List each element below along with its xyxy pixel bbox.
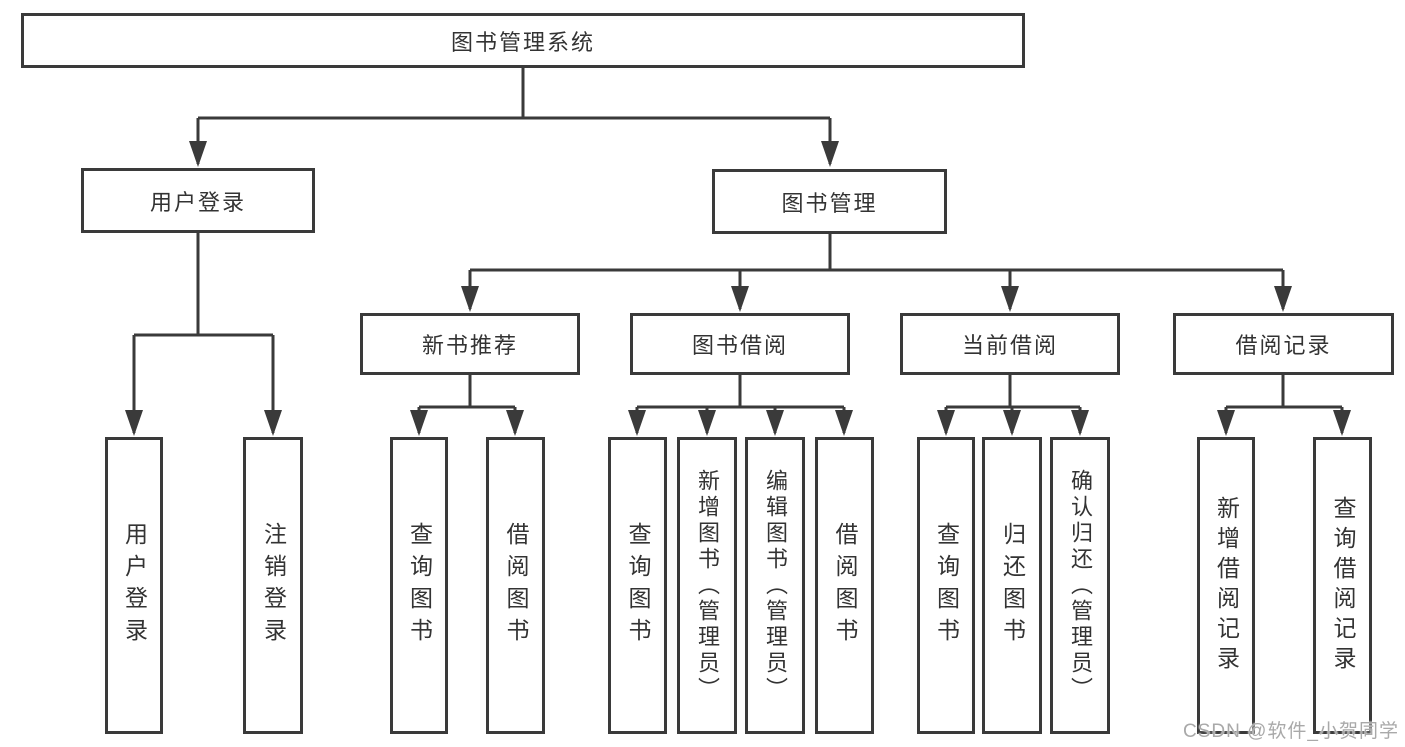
node-user-login-label: 用户登录 — [149, 189, 246, 215]
leaf-current-return-books-label: 归还图书 — [999, 521, 1026, 650]
leaf-current-confirm-return-admin: 确认归还（管理员） — [1050, 437, 1110, 734]
node-library-system: 图书管理系统 — [21, 13, 1025, 68]
leaf-current-query-books-label: 查询图书 — [933, 521, 960, 650]
leaf-borrowing-borrow-books-label: 借阅图书 — [832, 521, 858, 650]
leaf-borrowing-query-books: 查询图书 — [608, 437, 667, 734]
leaf-borrowing-add-books-admin-label: 新增图书（管理员） — [695, 468, 720, 703]
leaf-current-confirm-return-admin-label: 确认归还（管理员） — [1068, 468, 1093, 703]
leaf-borrowing-edit-books-admin-label: 编辑图书（管理员） — [763, 468, 788, 703]
leaf-user-login-label: 用户登录 — [121, 521, 148, 650]
node-current-borrowing: 当前借阅 — [900, 313, 1120, 375]
leaf-recommend-query-books: 查询图书 — [390, 437, 448, 734]
leaf-logout: 注销登录 — [243, 437, 303, 734]
leaf-recommend-borrow-books-label: 借阅图书 — [503, 521, 529, 650]
leaf-borrowing-add-books-admin: 新增图书（管理员） — [677, 437, 737, 734]
leaf-current-return-books: 归还图书 — [982, 437, 1042, 734]
leaf-records-add-record-label: 新增借阅记录 — [1213, 495, 1240, 676]
node-current-borrowing-label: 当前借阅 — [961, 333, 1058, 358]
arrowheads — [125, 141, 1351, 436]
leaf-borrowing-borrow-books: 借阅图书 — [815, 437, 874, 734]
node-user-login: 用户登录 — [81, 168, 315, 233]
node-book-borrowing: 图书借阅 — [630, 313, 850, 375]
node-library-system-label: 图书管理系统 — [450, 29, 595, 55]
leaf-records-query-record-label: 查询借阅记录 — [1330, 495, 1356, 676]
node-borrowing-records: 借阅记录 — [1173, 313, 1394, 375]
node-book-management: 图书管理 — [712, 169, 947, 234]
csdn-watermark: CSDN @软件_小贺同学 — [1183, 721, 1399, 742]
leaf-recommend-query-books-label: 查询图书 — [406, 521, 433, 650]
leaf-borrowing-query-books-label: 查询图书 — [625, 521, 651, 650]
leaf-logout-label: 注销登录 — [260, 521, 287, 650]
node-new-book-recommend: 新书推荐 — [360, 313, 580, 375]
node-book-management-label: 图书管理 — [781, 190, 878, 216]
node-book-borrowing-label: 图书借阅 — [691, 333, 788, 358]
leaf-borrowing-edit-books-admin: 编辑图书（管理员） — [745, 437, 805, 734]
leaf-current-query-books: 查询图书 — [917, 437, 975, 734]
leaf-records-add-record: 新增借阅记录 — [1197, 437, 1255, 734]
leaf-recommend-borrow-books: 借阅图书 — [486, 437, 545, 734]
node-borrowing-records-label: 借阅记录 — [1235, 333, 1332, 358]
node-new-book-recommend-label: 新书推荐 — [421, 333, 518, 358]
leaf-records-query-record: 查询借阅记录 — [1313, 437, 1372, 734]
leaf-user-login: 用户登录 — [105, 437, 163, 734]
